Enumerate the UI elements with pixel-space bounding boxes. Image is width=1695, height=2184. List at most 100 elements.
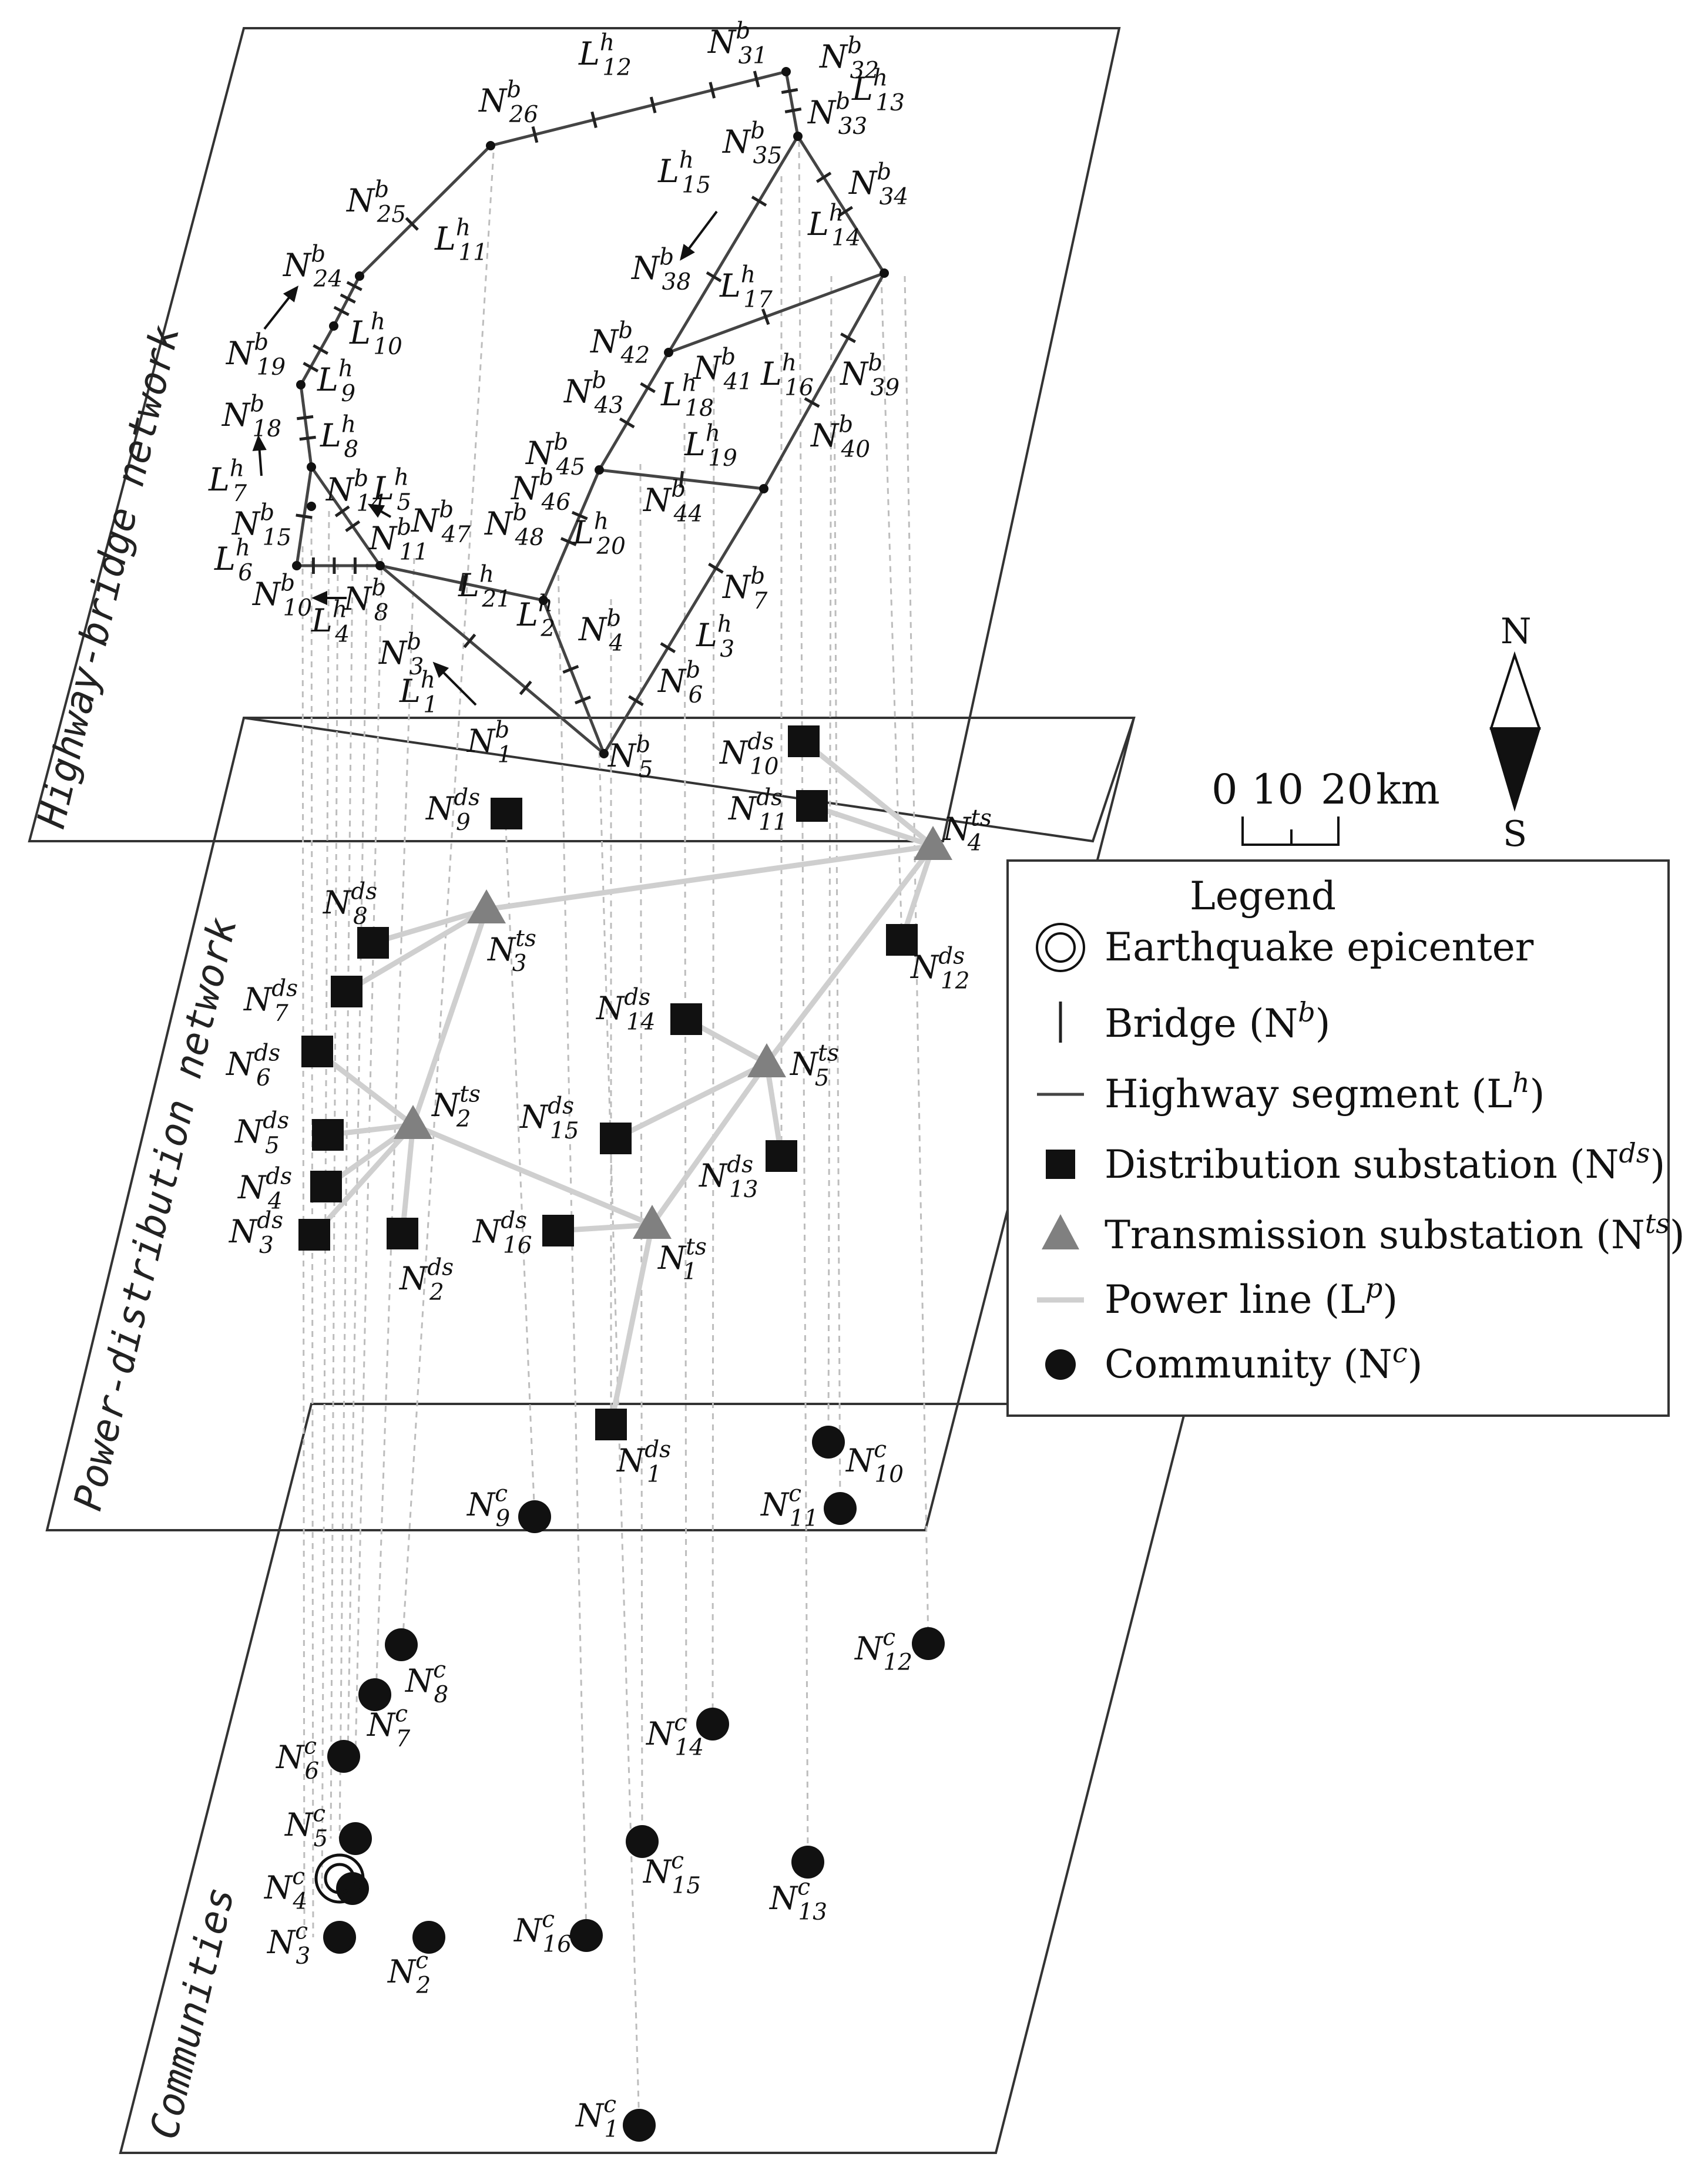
alignment-dash [354, 557, 383, 1757]
bridge-tick [334, 505, 350, 518]
alignment-dash [401, 152, 495, 1645]
power-line [315, 1049, 415, 1127]
legend-item-epicenter: Earthquake epicenter [1036, 923, 1534, 972]
vertical-dashed-lines [301, 140, 929, 2126]
highway-segment [796, 135, 886, 274]
scale-bar-line [1241, 817, 1340, 846]
scale-unit: km [1376, 765, 1440, 814]
distribution-substation-marker [387, 1218, 418, 1249]
community-marker [570, 1919, 603, 1952]
highway-junction [486, 141, 495, 150]
highway-segment [490, 70, 787, 147]
alignment-dash [504, 813, 536, 1517]
distribution-substation-marker [766, 1140, 797, 1172]
bridge-tick [296, 513, 313, 519]
highway-segment [310, 466, 382, 567]
highway-segment [784, 71, 800, 137]
alignment-dash [711, 364, 715, 1725]
bridge-tick [679, 471, 684, 488]
bridge-tick [628, 695, 644, 707]
transmission-substation-marker [467, 889, 506, 923]
highway-junction [793, 132, 803, 141]
bridge-tick [708, 562, 724, 574]
legend-item-community: Community (Nc) [1045, 1337, 1422, 1387]
transmission-substation-marker [914, 826, 952, 860]
bridge-tick [640, 382, 656, 394]
highway-junction [296, 380, 306, 389]
layer-frames [28, 27, 1189, 2154]
legend-label-highway: Highway segment (Lh) [1105, 1067, 1545, 1117]
bridge-tick [571, 510, 588, 520]
highway-junction [292, 561, 301, 570]
transmission-substations [394, 826, 952, 1239]
transmission-substation-marker [747, 1043, 786, 1077]
power-line [614, 1060, 768, 1141]
distribution-substation-marker [312, 1119, 344, 1151]
bridge-tick [345, 520, 361, 532]
power-line [372, 906, 488, 946]
power-line [608, 1224, 655, 1425]
community-marker [696, 1708, 729, 1741]
distribution-substation-marker [491, 798, 522, 829]
legend-label-community: Community (Nc) [1105, 1337, 1422, 1387]
compass: N S [1489, 611, 1541, 855]
bridge-tick [299, 435, 316, 441]
distribution-substation-marker [796, 790, 828, 822]
bridge-tick [313, 344, 329, 355]
highway-segment [299, 384, 313, 468]
highway-junction [329, 321, 338, 331]
direction-arrow-head [432, 661, 449, 678]
alignment-dash [683, 422, 687, 1725]
highway-junction [355, 271, 364, 281]
direction-arrow-head [311, 590, 327, 606]
compass-north-arrow [1489, 651, 1541, 730]
legend-item-power: Power line (Lp) [1037, 1272, 1398, 1322]
earthquake-epicenter [314, 1853, 365, 1904]
bridge-tick [784, 107, 802, 113]
legend-item-highway: Highway segment (Lh) [1037, 1067, 1545, 1117]
highway-segment [668, 271, 885, 354]
direction-arrow-head [252, 435, 267, 451]
highway-junction [539, 596, 548, 605]
